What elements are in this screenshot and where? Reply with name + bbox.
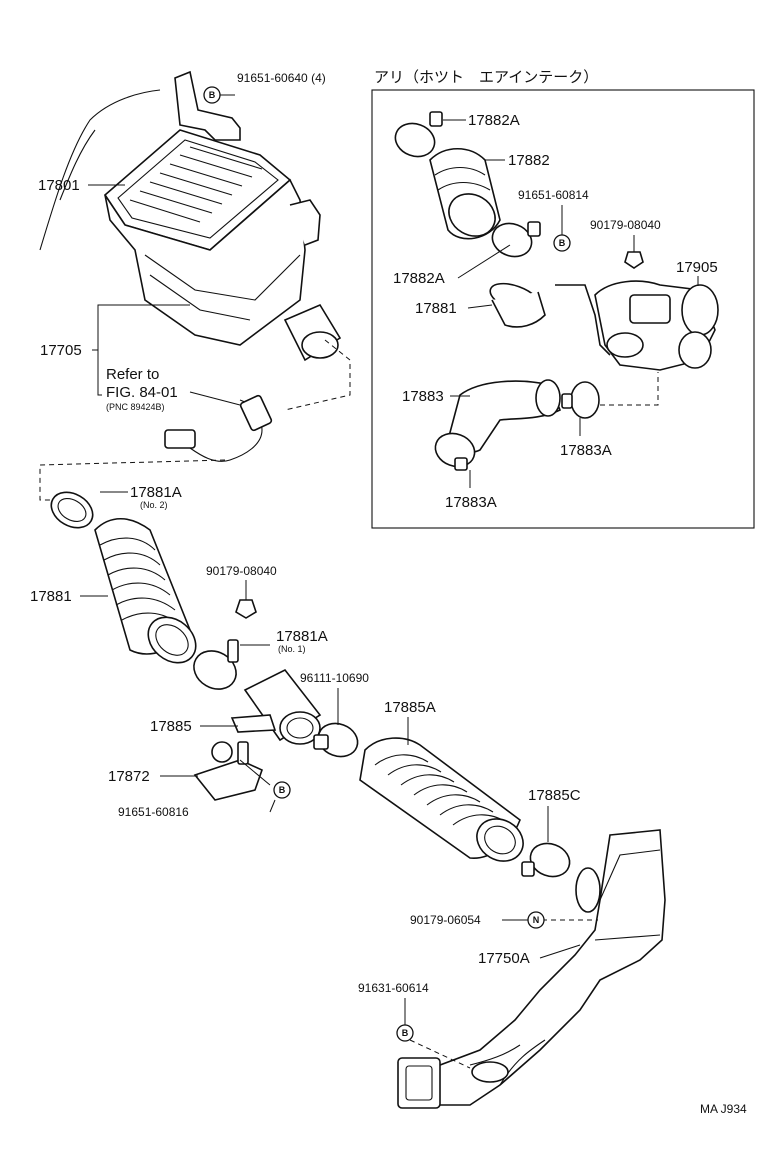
inset-label-17905: 17905 — [676, 259, 718, 276]
inset-label-17882a-top: 17882A — [468, 112, 520, 129]
inset-parts — [394, 111, 719, 471]
label-fig-84-01: FIG. 84-01 — [106, 384, 178, 401]
label-17885c: 17885C — [528, 787, 581, 804]
bellows-hose-17885a — [359, 737, 524, 862]
diagram-code: MA J934 — [700, 1102, 747, 1116]
svg-text:B: B — [559, 238, 566, 248]
inset-label-17881: 17881 — [415, 300, 457, 317]
inset-label-17883: 17883 — [402, 388, 444, 405]
label-refer-to: Refer to — [106, 366, 159, 383]
svg-text:N: N — [533, 915, 540, 925]
intake-duct-17750a — [397, 829, 666, 1109]
badge-n: N — [527, 911, 545, 929]
inset-title: アリ（ホツト エアインテーク） — [374, 68, 598, 86]
label-96111-10690: 96111-10690 — [300, 671, 369, 685]
svg-text:B: B — [279, 785, 286, 795]
inset-label-90179-08040: 90179-08040 — [590, 218, 661, 232]
inset-label-17883a-bottom: 17883A — [445, 494, 497, 511]
inset-label-17883a-right: 17883A — [560, 442, 612, 459]
intake-hose — [50, 491, 197, 664]
label-17750a: 17750A — [478, 950, 530, 967]
inset-label-91651-60814: 91651-60814 — [518, 188, 589, 202]
label-17881a-no2: 17881A — [130, 484, 182, 501]
leader-lines — [80, 94, 699, 1069]
label-pnc: (PNC 89424B) — [106, 402, 165, 412]
label-17881: 17881 — [30, 588, 72, 605]
label-90179-06054: 90179-06054 — [410, 913, 481, 927]
label-17881a-no1: 17881A — [276, 628, 328, 645]
label-17872: 17872 — [108, 768, 150, 785]
label-no1: (No. 1) — [278, 644, 306, 654]
label-no2: (No. 2) — [140, 500, 168, 510]
inset-label-17882a-bottom: 17882A — [393, 270, 445, 287]
air-cleaner-assembly — [39, 70, 342, 462]
label-17885: 17885 — [150, 718, 192, 735]
label-91631-60614: 91631-60614 — [358, 981, 429, 995]
inset-label-17882: 17882 — [508, 152, 550, 169]
label-17885a: 17885A — [384, 699, 436, 716]
badge-b-4: B — [553, 234, 571, 252]
label-90179-08040-main: 90179-08040 — [206, 564, 277, 578]
badge-b-1: B — [203, 86, 221, 104]
badge-b-3: B — [396, 1024, 414, 1042]
svg-text:B: B — [402, 1028, 409, 1038]
inset-box — [371, 89, 755, 529]
label-91651-60640: 91651-60640 (4) — [237, 71, 326, 85]
label-91651-60816: 91651-60816 — [118, 805, 189, 819]
pipe-17885 — [230, 668, 322, 745]
badge-b-2: B — [273, 781, 291, 799]
svg-text:B: B — [209, 90, 216, 100]
label-17705: 17705 — [40, 342, 82, 359]
label-17801: 17801 — [38, 177, 80, 194]
